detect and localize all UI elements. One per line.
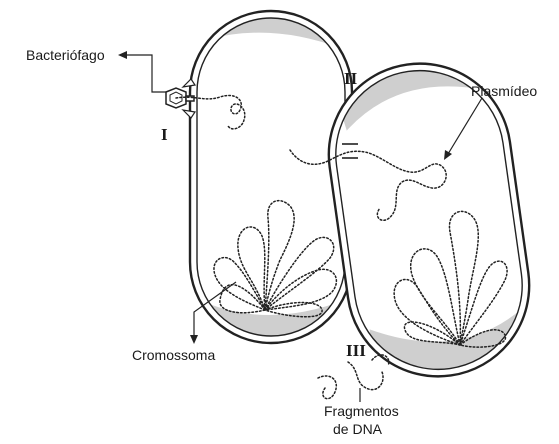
marker-i: I: [161, 125, 168, 144]
right-bacterium: [317, 51, 541, 389]
fragments-label-line2: de DNA: [333, 421, 383, 437]
bacteriophage-label: Bacteriófago: [26, 47, 105, 63]
fragments-label-line1: Fragmentos: [324, 403, 399, 419]
plasmid-label: Plasmídeo: [471, 83, 537, 99]
dna-fragments: [318, 355, 389, 399]
chromosome-label: Cromossoma: [132, 347, 215, 363]
marker-ii: II: [344, 69, 358, 88]
marker-iii: III: [346, 341, 366, 360]
bacteriophage-pointer: [118, 51, 166, 92]
bacteriophage-icon: [166, 79, 195, 118]
